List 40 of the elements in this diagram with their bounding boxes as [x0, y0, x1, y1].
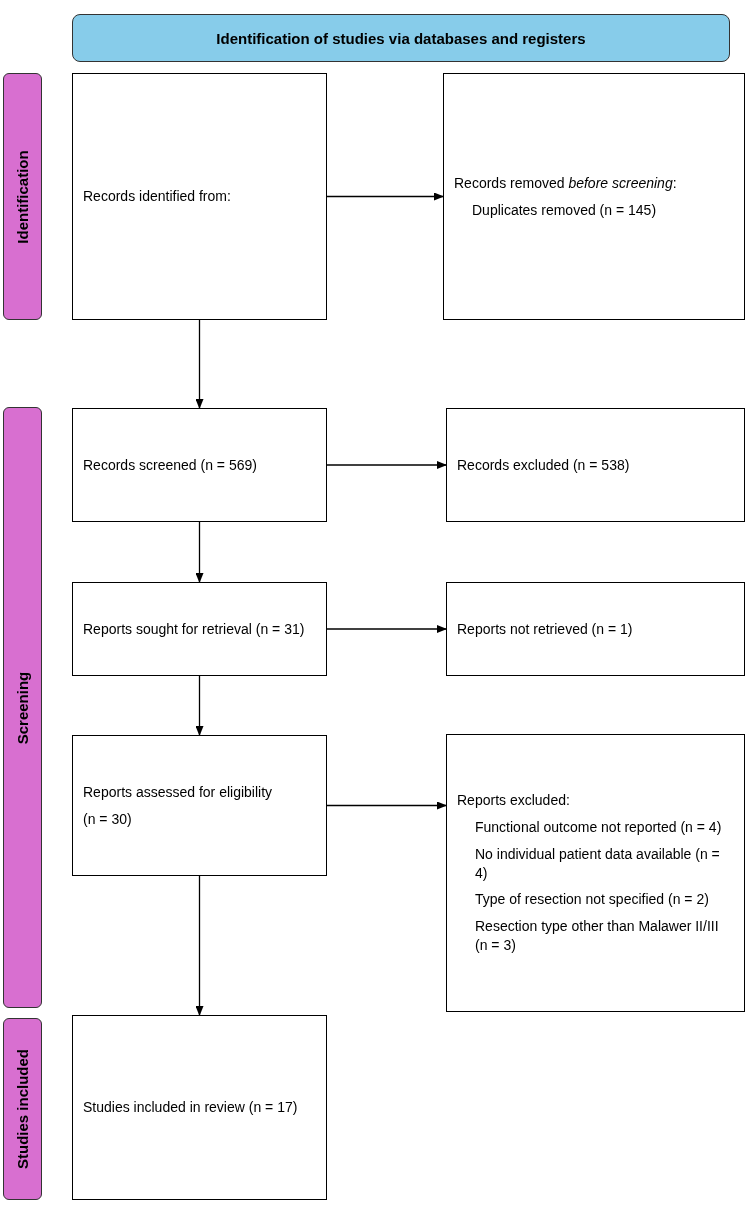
box-detail-text: (n = 30) — [83, 809, 133, 829]
process-box — [446, 408, 745, 522]
box-text: Records identified from: — [83, 187, 232, 206]
arrow — [326, 801, 447, 810]
box-text: Studies included in review (n = 17) — [83, 1098, 299, 1117]
box-detail-text: Duplicates removed (n = 145) — [471, 200, 658, 220]
process-box — [443, 73, 745, 320]
arrow — [326, 461, 447, 469]
arrow — [195, 675, 204, 736]
box-text: Reports not retrieved (n = 1) — [457, 619, 634, 639]
process-box — [446, 734, 745, 1012]
arrow — [195, 875, 204, 1016]
process-box — [72, 73, 327, 320]
phase-band — [3, 1018, 42, 1200]
box-text: Records excluded (n = 538) — [457, 455, 631, 475]
process-box — [72, 1015, 327, 1200]
process-box — [72, 408, 327, 522]
phase-label: Studies included — [14, 1049, 31, 1169]
box-detail-text: No individual patient data available (n = 4) — [474, 844, 721, 883]
box-detail-text: Resection type other than Malawer II/III (n = 3) — [474, 917, 720, 956]
arrow — [326, 625, 447, 633]
box-text: Reports assessed for eligibility — [83, 782, 274, 802]
box-text: Reports sought for retrieval (n = 31) — [83, 619, 306, 639]
process-box — [72, 735, 327, 876]
box-detail-text: Functional outcome not reported (n = 4) — [474, 817, 723, 837]
phase-band — [3, 73, 42, 320]
phase-label: Screening — [14, 671, 31, 744]
phase-banner — [72, 14, 730, 62]
process-box — [446, 582, 745, 676]
phase-band — [3, 407, 42, 1008]
arrow — [195, 521, 204, 583]
arrow — [326, 192, 444, 201]
box-detail-text: Type of resection not specified (n = 2) — [474, 890, 710, 910]
process-box — [72, 582, 327, 676]
banner-title: Identification of studies via databases and registers — [216, 29, 586, 47]
box-text: Reports excluded: — [457, 790, 571, 810]
box-text: Records screened (n = 569) — [83, 455, 258, 475]
phase-label: Identification — [14, 149, 31, 244]
box-text: Records removed before screening: — [454, 173, 678, 193]
arrow — [195, 319, 204, 409]
